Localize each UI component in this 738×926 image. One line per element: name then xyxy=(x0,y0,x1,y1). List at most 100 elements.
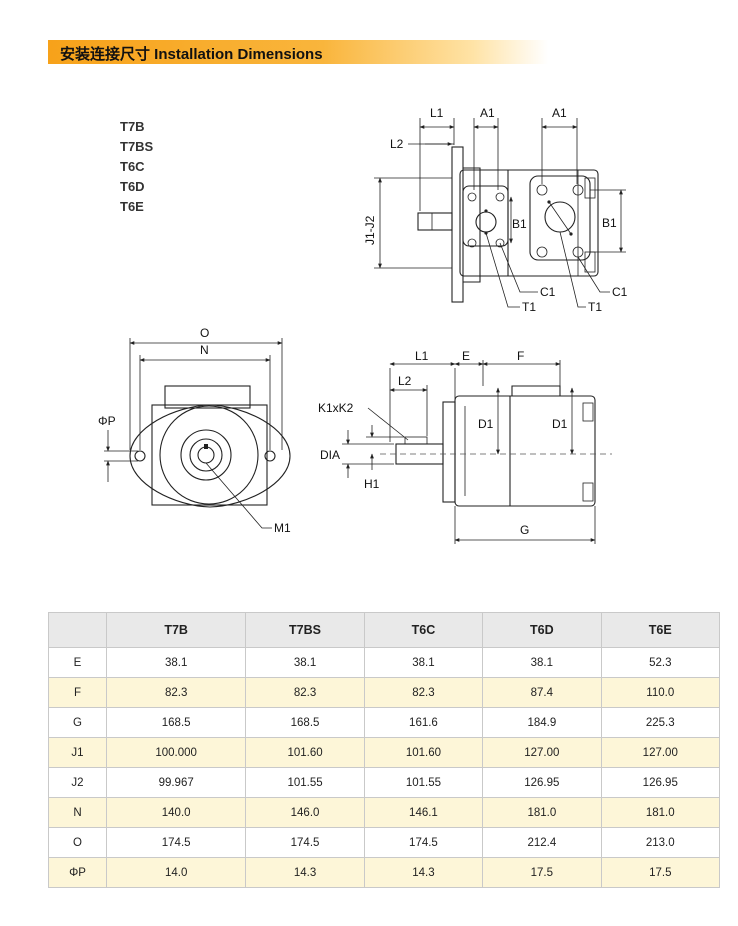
table-cell: 184.9 xyxy=(482,707,602,738)
table-header-corner xyxy=(48,612,107,648)
table-cell: 225.3 xyxy=(600,707,721,738)
table-cell: 82.3 xyxy=(245,677,365,708)
table-cell: 174.5 xyxy=(245,827,365,858)
table-cell: 14.3 xyxy=(363,857,484,888)
dim-label-l2: L2 xyxy=(390,137,404,151)
table-header-cell: T6D xyxy=(482,612,602,648)
table-cell: 146.1 xyxy=(363,797,484,828)
table-cell: 181.0 xyxy=(600,797,721,828)
table-cell: 38.1 xyxy=(105,647,247,678)
table-cell: 168.5 xyxy=(245,707,365,738)
table-row: G 168.5 168.5 161.6 184.9 225.3 xyxy=(48,707,721,738)
table-cell: 146.0 xyxy=(245,797,365,828)
pressure-port-1 xyxy=(462,185,509,247)
table-row: J2 99.967 101.55 101.55 126.95 126.95 xyxy=(48,767,721,798)
model-label: T7B xyxy=(120,119,145,134)
table-row: N 140.0 146.0 146.1 181.0 181.0 xyxy=(48,797,721,828)
dim-label-l1-side: L1 xyxy=(415,349,429,363)
dim-label-b1-left: B1 xyxy=(512,217,527,231)
dim-label-l2-side: L2 xyxy=(398,374,412,388)
front-port-block xyxy=(164,385,251,409)
front-pilot xyxy=(159,405,259,505)
table-cell: 181.0 xyxy=(482,797,602,828)
dim-label-m1: M1 xyxy=(274,521,291,535)
table-cell: 140.0 xyxy=(105,797,247,828)
dim-label-g: G xyxy=(520,523,529,537)
table-row: E 38.1 38.1 38.1 38.1 52.3 xyxy=(48,647,721,678)
table-cell: 213.0 xyxy=(600,827,721,858)
row-label: J2 xyxy=(48,767,107,798)
table-cell: 99.967 xyxy=(105,767,247,798)
table-cell: 17.5 xyxy=(600,857,721,888)
table-cell: 126.95 xyxy=(482,767,602,798)
table-header-cell: T7BS xyxy=(245,612,365,648)
dim-label-dia: DIA xyxy=(320,448,340,462)
table-cell: 17.5 xyxy=(482,857,602,888)
table-header-row: T7B T7BS T6C T6D T6E xyxy=(48,612,721,648)
table-cell: 127.00 xyxy=(600,737,721,768)
dim-label-t1-right: T1 xyxy=(588,300,602,314)
table-cell: 110.0 xyxy=(600,677,721,708)
table-cell: 82.3 xyxy=(105,677,247,708)
table-cell: 174.5 xyxy=(363,827,484,858)
table-cell: 100.000 xyxy=(105,737,247,768)
table-cell: 101.60 xyxy=(363,737,484,768)
model-list: T7B T7BS T6C T6D T6E xyxy=(120,117,153,217)
table-cell: 126.95 xyxy=(600,767,721,798)
dim-label-h1: H1 xyxy=(364,477,380,491)
dim-label-a1-right: A1 xyxy=(552,106,567,120)
table-cell: 14.0 xyxy=(105,857,247,888)
dim-label-k1xk2: K1xK2 xyxy=(318,401,354,415)
row-label: O xyxy=(48,827,107,858)
table-cell: 168.5 xyxy=(105,707,247,738)
table-header-cell: T6E xyxy=(600,612,721,648)
dim-label-a1-left: A1 xyxy=(480,106,495,120)
table-row: ΦP 14.0 14.3 14.3 17.5 17.5 xyxy=(48,857,721,888)
dimensions-table: T7B T7BS T6C T6D T6E E 38.1 38.1 38.1 38… xyxy=(48,612,721,888)
dim-label-d1-right: D1 xyxy=(552,417,568,431)
row-label: F xyxy=(48,677,107,708)
table-cell: 127.00 xyxy=(482,737,602,768)
dim-label-j1-j2: J1-J2 xyxy=(363,215,377,245)
side-body xyxy=(454,395,596,507)
dim-label-b1-right: B1 xyxy=(602,216,617,230)
table-cell: 38.1 xyxy=(363,647,484,678)
pump-body xyxy=(459,169,599,277)
table-row: O 174.5 174.5 174.5 212.4 213.0 xyxy=(48,827,721,858)
table-cell: 14.3 xyxy=(245,857,365,888)
model-label: T6E xyxy=(120,199,144,214)
dim-label-t1-left: T1 xyxy=(522,300,536,314)
pressure-port-2 xyxy=(529,175,591,261)
table-row: J1 100.000 101.60 101.60 127.00 127.00 xyxy=(48,737,721,768)
table-cell: 82.3 xyxy=(363,677,484,708)
dim-label-o: O xyxy=(200,326,209,340)
table-cell: 87.4 xyxy=(482,677,602,708)
section-title: 安装连接尺寸 Installation Dimensions xyxy=(60,46,323,63)
dim-label-c1-right: C1 xyxy=(612,285,628,299)
dim-label-d1-left: D1 xyxy=(478,417,494,431)
drive-shaft xyxy=(417,212,453,231)
row-label: ΦP xyxy=(48,857,107,888)
front-flange xyxy=(129,404,291,508)
table-cell: 212.4 xyxy=(482,827,602,858)
dim-label-f: F xyxy=(517,349,524,363)
mounting-flange xyxy=(451,146,464,303)
table-row: F 82.3 82.3 82.3 87.4 110.0 xyxy=(48,677,721,708)
row-label: J1 xyxy=(48,737,107,768)
row-label: N xyxy=(48,797,107,828)
installation-drawings: L1 L2 A1 A1 J1-J2 B1 B1 C1 T1 C1 xyxy=(98,106,628,544)
dim-label-phi-p: ΦP xyxy=(98,414,116,428)
dim-label-c1-left: C1 xyxy=(540,285,556,299)
dim-label-n: N xyxy=(200,343,209,357)
section-title-bar: 安装连接尺寸 Installation Dimensions xyxy=(48,40,548,64)
dim-label-e: E xyxy=(462,349,470,363)
table-cell: 161.6 xyxy=(363,707,484,738)
row-label: E xyxy=(48,647,107,678)
top-side-view: L1 L2 A1 A1 J1-J2 B1 B1 C1 T1 C1 xyxy=(363,106,628,314)
dim-label-l1: L1 xyxy=(430,106,444,120)
table-cell: 52.3 xyxy=(600,647,721,678)
table-header-cell: T6C xyxy=(363,612,484,648)
table-cell: 174.5 xyxy=(105,827,247,858)
model-label: T6D xyxy=(120,179,145,194)
front-body xyxy=(151,404,268,506)
